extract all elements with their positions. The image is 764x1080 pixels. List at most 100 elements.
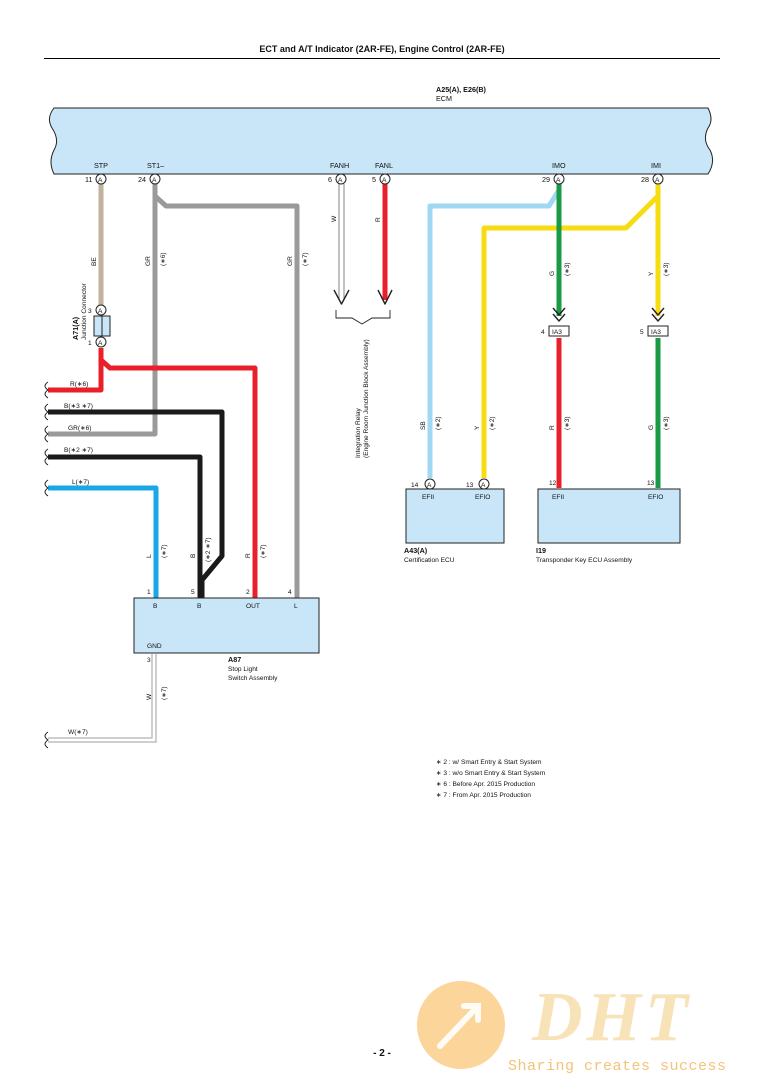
i19-efio: EFIO bbox=[648, 494, 663, 501]
stub-l7: L(∗7) bbox=[72, 479, 89, 486]
stub-r6: R(∗6) bbox=[70, 381, 88, 388]
ecm-code: A25(A), E26(B) bbox=[436, 85, 487, 94]
wire-l-7 bbox=[48, 485, 159, 598]
svg-text:A: A bbox=[98, 177, 103, 184]
ecm-terminals: STP ST1– FANH FANL IMO IMI 11 24 6 5 29 … bbox=[85, 161, 661, 184]
svg-text:A: A bbox=[556, 177, 561, 184]
wire-r-junction bbox=[98, 348, 258, 598]
a43-efio: EFIO bbox=[475, 494, 490, 501]
svg-text:(Engine Room Junction Block As: (Engine Room Junction Block Assembly) bbox=[363, 339, 370, 458]
svg-text:(∗7): (∗7) bbox=[161, 544, 168, 558]
stub-b27: B(∗2 ∗7) bbox=[64, 447, 93, 454]
svg-text:5: 5 bbox=[191, 589, 195, 596]
svg-text:(∗2): (∗2) bbox=[489, 416, 496, 430]
junction-pin-3: 3 bbox=[88, 308, 92, 315]
i19-efii: EFII bbox=[552, 494, 564, 501]
svg-text:1: 1 bbox=[147, 589, 151, 596]
svg-text:A: A bbox=[481, 482, 486, 489]
junction-connector: A A 3 1 A71(A) Junction Connector bbox=[71, 282, 111, 348]
terminal-st1: ST1– bbox=[147, 161, 164, 170]
ia3-left-label: IA3 bbox=[552, 329, 562, 336]
ia3-right-label: IA3 bbox=[651, 329, 661, 336]
a43-name: Certification ECU bbox=[404, 557, 455, 564]
watermark-slogan: Sharing creates success bbox=[508, 1058, 727, 1075]
junction-pin-1: 1 bbox=[88, 340, 92, 347]
a43-pin-13: 13 bbox=[466, 482, 474, 489]
svg-text:(∗3): (∗3) bbox=[564, 262, 571, 276]
svg-text:(∗6): (∗6) bbox=[160, 252, 167, 266]
a43-pin-14: 14 bbox=[411, 482, 419, 489]
svg-text:A: A bbox=[655, 177, 660, 184]
i19-pin-13: 13 bbox=[647, 480, 655, 487]
svg-text:(∗7): (∗7) bbox=[302, 252, 309, 266]
terminal-fanh: FANH bbox=[330, 161, 349, 170]
svg-text:R: R bbox=[245, 553, 252, 558]
svg-text:W: W bbox=[146, 693, 153, 700]
relay-label: Integration Relay (Engine Room Junction … bbox=[355, 339, 370, 458]
ecm-box: A25(A), E26(B) ECM bbox=[48, 85, 714, 175]
pin-imi: 28 bbox=[641, 175, 649, 184]
pin-st1: 24 bbox=[138, 175, 146, 184]
svg-text:A: A bbox=[152, 177, 157, 184]
svg-text:G: G bbox=[648, 425, 655, 430]
svg-text:R: R bbox=[549, 425, 556, 430]
a87-gnd-pin: 3 bbox=[147, 657, 151, 664]
svg-text:(∗3): (∗3) bbox=[564, 416, 571, 430]
page-title: ECT and A/T Indicator (2AR-FE), Engine C… bbox=[259, 44, 505, 54]
terminal-imi: IMI bbox=[651, 161, 661, 170]
page-number: - 2 - bbox=[373, 1048, 391, 1059]
legend-item: ∗ 3 : w/o Smart Entry & Start System bbox=[436, 770, 546, 777]
svg-text:SB: SB bbox=[420, 421, 427, 430]
i19-box: 12 13 EFII EFIO I19 Transponder Key ECU … bbox=[536, 480, 681, 564]
svg-text:G: G bbox=[549, 271, 556, 276]
watermark-logo bbox=[417, 981, 505, 1069]
svg-text:A: A bbox=[427, 482, 432, 489]
svg-text:Y: Y bbox=[648, 271, 655, 276]
a43-box: A A 14 13 EFII EFIO A43(A) Certification… bbox=[404, 478, 505, 564]
a87-l: L bbox=[294, 603, 298, 610]
svg-text:(∗2 ∗7): (∗2 ∗7) bbox=[205, 537, 212, 562]
left-stubs: R(∗6) B(∗3 ∗7) GR(∗6) B(∗2 ∗7) L(∗7) W(∗… bbox=[44, 381, 93, 749]
a87-out: OUT bbox=[246, 603, 260, 610]
wire-gr-6 bbox=[48, 184, 158, 437]
svg-text:A: A bbox=[98, 308, 103, 315]
i19-code: I19 bbox=[536, 546, 546, 555]
ia3-left-pin: 4 bbox=[541, 329, 545, 336]
wire-y-branch bbox=[481, 194, 660, 478]
svg-text:A: A bbox=[382, 177, 387, 184]
a87-code: A87 bbox=[228, 655, 241, 664]
a87-b5: B bbox=[197, 603, 202, 610]
wire-sb bbox=[427, 188, 562, 478]
wire-w-7 bbox=[48, 654, 157, 743]
terminal-fanl: FANL bbox=[375, 161, 393, 170]
a87-name-1: Stop Light bbox=[228, 666, 258, 673]
ia3-connectors: IA3 4 IA3 5 bbox=[541, 325, 669, 337]
svg-text:B: B bbox=[190, 553, 197, 558]
legend-item: ∗ 2 : w/ Smart Entry & Start System bbox=[436, 759, 542, 766]
legend-item: ∗ 7 : From Apr. 2015 Production bbox=[436, 792, 531, 799]
wires bbox=[48, 184, 665, 743]
svg-text:(∗7): (∗7) bbox=[260, 544, 267, 558]
stub-b37: B(∗3 ∗7) bbox=[64, 403, 93, 410]
ecm-connector-circles: A A A A A A bbox=[95, 173, 664, 185]
svg-text:BE: BE bbox=[91, 257, 98, 266]
wire-b-37 bbox=[48, 409, 225, 598]
a87-name-2: Switch Assembly bbox=[228, 675, 278, 682]
legend: ∗ 2 : w/ Smart Entry & Start System ∗ 3 … bbox=[436, 759, 546, 799]
a87-b1: B bbox=[153, 603, 158, 610]
junction-code: A71(A) bbox=[71, 316, 80, 340]
svg-text:GR: GR bbox=[287, 256, 294, 266]
pin-fanh: 6 bbox=[328, 175, 332, 184]
a87-box: 1 5 2 4 B B OUT L GND 3 A87 Stop Light S… bbox=[133, 589, 320, 682]
terminal-imo: IMO bbox=[552, 161, 566, 170]
svg-text:(∗2): (∗2) bbox=[435, 416, 442, 430]
a43-code: A43(A) bbox=[404, 546, 428, 555]
wire-labels: BE GR (∗6) GR (∗7) W R G (∗3) Y (∗3) SB … bbox=[91, 215, 670, 700]
relay-bracket bbox=[335, 310, 391, 325]
terminal-stp: STP bbox=[94, 161, 108, 170]
svg-text:(∗7): (∗7) bbox=[161, 686, 168, 700]
a87-gnd: GND bbox=[147, 643, 162, 650]
wire-b-27 bbox=[48, 454, 203, 598]
svg-text:L: L bbox=[146, 554, 153, 558]
